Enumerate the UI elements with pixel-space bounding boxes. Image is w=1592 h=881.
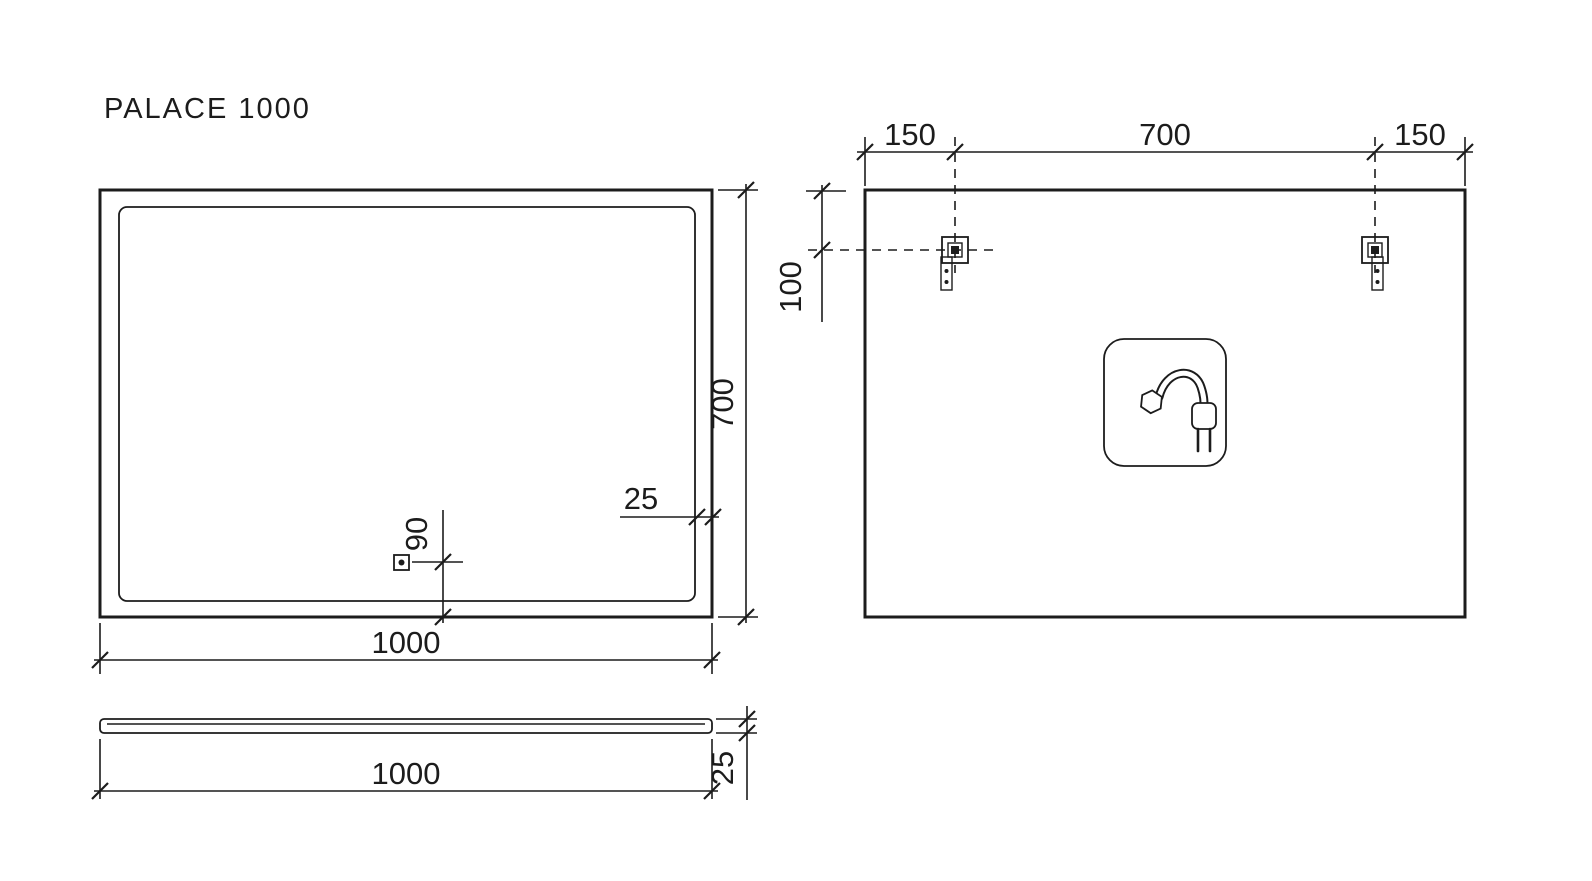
junction-box xyxy=(1103,338,1227,467)
dim-front-sensor-offset-label: 90 xyxy=(399,517,434,551)
dim-profile-width-label: 1000 xyxy=(372,756,441,791)
dim-profile-width: 1000 xyxy=(91,739,721,800)
rear-view: 150 700 150 100 xyxy=(773,117,1474,619)
profile-view: 1000 25 xyxy=(91,706,757,800)
mounting-bracket-left-icon xyxy=(940,236,969,291)
dim-rear-top-offset-label: 100 xyxy=(773,261,808,313)
dim-profile-thickness-label: 25 xyxy=(705,751,740,785)
dim-front-width: 1000 xyxy=(91,623,721,674)
dim-rear-bracket-spacing-label: 700 xyxy=(1139,117,1191,152)
junction-box-outline xyxy=(1103,338,1227,467)
mirror-back-panel xyxy=(863,188,1467,619)
mirror-outer-frame xyxy=(98,188,714,619)
dim-front-height: 700 xyxy=(705,181,758,626)
plug-icon xyxy=(1191,402,1217,453)
power-cable-icon xyxy=(1154,368,1209,411)
dim-rear-top-offset: 100 xyxy=(773,182,1000,322)
dim-front-frame-inset: 25 xyxy=(620,481,722,526)
mounting-bracket-right-icon xyxy=(1361,236,1389,291)
dim-front-frame-inset-label: 25 xyxy=(624,481,658,516)
dim-front-sensor-offset: 90 xyxy=(399,510,463,626)
dim-front-height-label: 700 xyxy=(705,378,740,430)
mirror-led-frame xyxy=(118,206,696,602)
cable-connector-icon xyxy=(1140,389,1163,415)
mirror-edge-profile xyxy=(99,718,713,734)
dim-rear-top-chain: 150 700 150 xyxy=(856,117,1474,273)
touch-sensor-icon xyxy=(393,554,410,571)
dim-rear-left-offset-label: 150 xyxy=(884,117,936,152)
dim-rear-right-offset-label: 150 xyxy=(1394,117,1446,152)
dim-front-width-label: 1000 xyxy=(372,625,441,660)
dim-profile-thickness: 25 xyxy=(705,706,757,800)
drawing-title: PALACE 1000 xyxy=(104,93,311,125)
front-view: 700 25 90 1000 xyxy=(91,181,758,674)
